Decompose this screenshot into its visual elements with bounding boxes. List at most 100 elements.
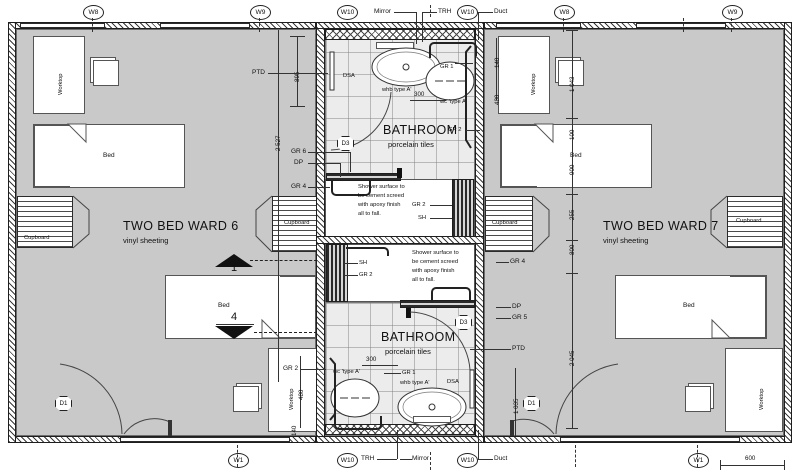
dsa-label-bottom: DSA [447,379,459,385]
dp-leader-top [308,163,340,164]
shower-note-bottom-l1: Shower surface to [412,250,459,256]
wc-pan-bottom [330,378,380,418]
gr2-leader-left-ward [300,369,326,370]
gr1-leader-top [455,63,473,64]
gr2-label-shower-bottom: GR 2 [359,272,373,278]
shower-note-top-l3: with apoxy finish [358,202,401,208]
dim-label-300-bottom: 300 [366,356,377,363]
mirror-label-top: Mirror [374,8,391,15]
cupboard-ward6-left [17,196,73,248]
section-marker-4-arrow [215,326,253,339]
duct-label-top: Duct [494,8,508,15]
section-line-1 [250,260,322,261]
window-tag-w10-bottom-right: W10 [457,453,478,468]
trh-leader-bottom [377,459,397,460]
window-w8-top-left [20,23,105,28]
dim-tick-r2 [566,118,578,119]
window-w8-top-right [496,23,581,28]
window-tag-w1-right: W1 [688,453,709,468]
dim-tick-r3 [566,194,578,195]
window-tag-w8-right: W8 [554,5,575,20]
dim-label-480-right: 480 [494,94,501,105]
wc-pan-top [425,61,475,101]
section-line-4 [254,332,322,333]
dp-label-top: DP [294,159,304,166]
gr4-label-right: GR 4 [510,258,526,265]
gr2-label-top: GR 2 [448,127,462,133]
gr2-label-shower-top: GR 2 [412,202,426,208]
cupboard-ward6-right [272,196,320,252]
grab-rail-gr1-bottom [334,414,382,430]
window-w1-bottom-right [560,437,740,442]
shower-head-bottom [406,308,411,318]
dim-300-bottom-line [362,365,398,366]
core-wall-top [316,22,484,29]
dim-tick-895-top [290,36,305,37]
duct-band-top [325,29,475,40]
window-w9-top-left [160,23,250,28]
cupboard-ward7-right [727,196,783,248]
gr1-label-top: GR 1 [440,64,454,70]
window-w1-bottom-left [120,437,290,442]
chair-ward6-bottom-back [233,386,259,412]
mirror-leader-top [394,12,416,13]
bathroom-bottom-title: BATHROOM [381,330,456,344]
dim-label-140-right: 140 [494,57,501,68]
grid-line-w9-right-lower [683,18,684,32]
shower-zone-bottom [325,244,475,302]
dim-label-2045: 2 045 [569,350,576,366]
section-marker-1-label: 1 [231,262,238,274]
worktop-label-ward7-top: Worktop [531,73,537,95]
grid-line-w9-left [259,18,260,32]
chair-ward7-top-back [558,60,584,86]
chair-ward7-bottom-back [685,386,711,412]
bed-ward7-upper-pillow [501,125,537,187]
duct-leader-bottom-v [478,430,479,459]
window-tag-w9-left: W9 [250,5,271,20]
gr6-label: GR 6 [291,148,307,155]
gr2-leader-shower-bottom [344,275,358,276]
duct-label-bottom: Duct [494,455,508,462]
mirror-label-bottom: Mirror [412,455,429,462]
shower-zone-top [325,179,475,237]
dim-line-worktop-right [496,38,497,100]
worktop-label-ward6-bottom: Worktop [289,388,295,410]
shower-note-top-l1: Shower surface to [358,184,405,190]
grid-line-w9-right [731,18,732,32]
dim-tick-895-bot [290,106,305,107]
door-d1-ward7-swing [509,363,619,436]
worktop-ward7-top [498,36,550,114]
cupboard-label-ward6-right: Cupboard [284,220,310,226]
wc-label-top: wc 'type A' [440,99,468,105]
bed-ward6-lower-pillow [280,276,316,338]
scale-bar-tick-left [720,460,721,470]
dsa-panel-bottom [469,369,475,409]
shower-seat-bottom [431,287,471,302]
gr4-leader-right [496,262,509,263]
gr1-label-bottom: GR 1 [402,370,416,376]
ward-7-title: TWO BED WARD 7 [603,219,719,233]
window-tag-w1-left: W1 [228,453,249,468]
shower-note-bottom-l2: be cement screed [412,259,459,265]
shower-note-bottom-l3: with apoxy finish [412,268,455,274]
gr5-label-bottom: GR 5 [512,314,528,321]
whb-label-top: whb type A' [382,87,412,93]
core-wall-bottom [316,436,484,443]
sh-leader-top [430,218,452,219]
exterior-wall-right [784,22,792,443]
window-w9-top-right [636,23,726,28]
section-tick-4 [216,324,254,325]
bathroom-top-title: BATHROOM [383,123,458,137]
grid-line-w1-right [697,445,698,467]
duct-leader-top [478,12,493,13]
cupboard-ward7-left-swing [532,195,550,253]
bed-label-ward7-lower: Bed [683,302,695,309]
dim-label-900: 900 [569,164,576,175]
gr6-leader [308,152,350,153]
dim-tick-r5 [566,273,578,274]
gr4-label-top: GR 4 [291,183,307,190]
dim-label-480-left: 480 [298,389,305,400]
trh-leader-top [422,12,437,13]
bed-ward7-lower-pillow [730,276,766,338]
shower-screen-bottom [326,244,348,302]
